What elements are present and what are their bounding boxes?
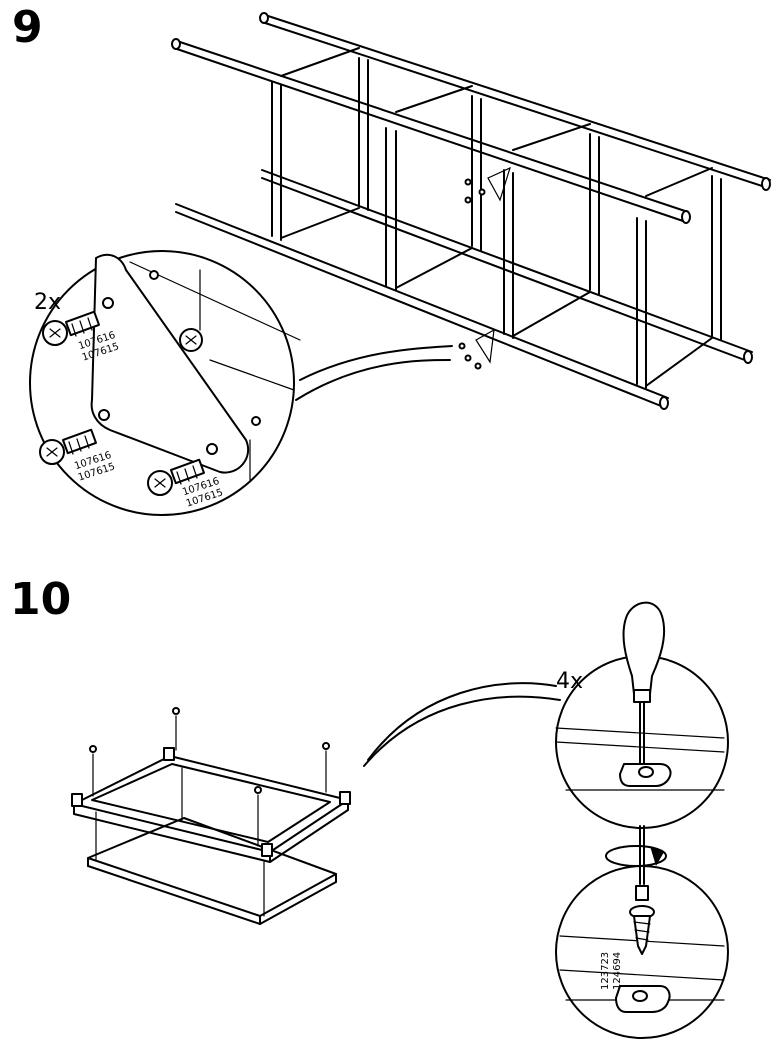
- detail-bubble-screw: [555, 865, 729, 1039]
- step-9-number: 9: [12, 2, 43, 53]
- bolt-107616: [39, 428, 97, 465]
- base-frame-illustration: [71, 707, 351, 925]
- screw-124694: [629, 885, 655, 955]
- part-code-line1: 123723: [600, 952, 611, 990]
- quantity-label-step-10: 4x: [556, 669, 583, 694]
- shelf-frame-illustration: [171, 12, 771, 410]
- bolt-107616: [42, 310, 100, 346]
- screwdriver-icon: [622, 601, 666, 765]
- step-10-number: 10: [10, 574, 72, 625]
- detail-bubble-step-9: [29, 250, 453, 516]
- quantity-label-step-9: 2x: [34, 290, 61, 315]
- part-code-line2: 124694: [612, 952, 623, 990]
- bolt-107616: [147, 458, 205, 496]
- rotate-clockwise-icon: [605, 825, 667, 885]
